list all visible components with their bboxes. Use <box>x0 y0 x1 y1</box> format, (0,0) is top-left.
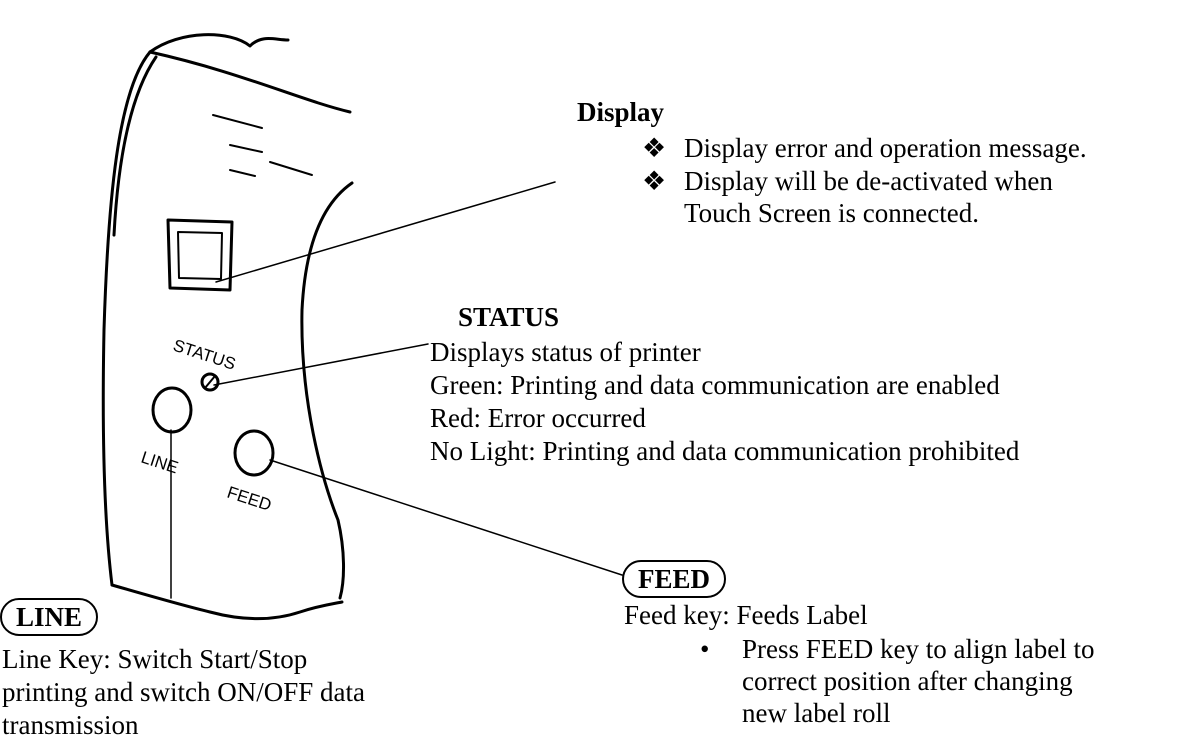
line-text-3: transmission <box>2 710 139 740</box>
leader-display <box>215 181 556 283</box>
feed-bullet-1: • Press FEED key to align label to <box>700 634 1094 665</box>
display-bullet-text: Display will be de-activated when <box>684 166 1053 196</box>
status-mark-label: STATUS <box>171 336 238 374</box>
display-bullet-1: ❖ Display error and operation message. <box>642 133 1087 164</box>
printer-front-upper-curve <box>112 55 158 237</box>
leader-feed <box>269 459 623 576</box>
feed-bullet-continuation-2: new label roll <box>742 698 891 728</box>
display-window-outer <box>166 218 234 292</box>
line-text-2: printing and switch ON/OFF data <box>2 677 365 707</box>
status-line-2: Green: Printing and data communication a… <box>430 370 1000 400</box>
status-line-1: Displays status of printer <box>430 337 701 367</box>
display-window-inner <box>177 231 223 280</box>
display-bullet-2: ❖ Display will be de-activated when <box>642 166 1053 197</box>
feed-key-button <box>233 429 275 477</box>
display-bullet-text: Display error and operation message. <box>684 133 1087 163</box>
feed-mark-label: FEED <box>225 483 274 515</box>
line-title: LINE <box>0 598 99 636</box>
display-title: Display <box>577 97 665 127</box>
status-title: STATUS <box>458 302 560 332</box>
panel-line-3 <box>229 169 256 177</box>
round-bullet-icon: • <box>700 634 710 664</box>
status-led <box>200 372 220 392</box>
leader-status <box>213 343 429 386</box>
line-text-1: Line Key: Switch Start/Stop <box>2 644 308 674</box>
line-mark-label: LINE <box>139 448 181 478</box>
status-led-mark <box>204 375 216 389</box>
display-bullet-2-continuation: Touch Screen is connected. <box>684 198 979 228</box>
status-line-4: No Light: Printing and data communicatio… <box>430 436 1020 466</box>
printer-front-corner-curve <box>300 181 354 600</box>
printer-bottom-edge <box>110 583 344 621</box>
feed-bullet-text: Press FEED key to align label to <box>742 634 1095 664</box>
printer-top-edge <box>148 33 290 54</box>
panel-line-4 <box>269 161 313 176</box>
status-line-3: Red: Error occurred <box>430 403 646 433</box>
feed-key-badge: FEED <box>622 560 727 598</box>
line-key-badge: LINE <box>0 598 99 636</box>
feed-description: Feed key: Feeds Label <box>624 600 868 630</box>
diamond-cross-icon: ❖ <box>642 133 667 163</box>
feed-bullet-continuation-1: correct position after changing <box>742 666 1073 696</box>
printer-left-edge <box>101 50 152 587</box>
diamond-cross-icon: ❖ <box>642 166 667 196</box>
panel-line-1 <box>212 114 263 129</box>
line-key-button <box>151 386 193 434</box>
feed-title: FEED <box>622 560 727 598</box>
printer-top-surface-line <box>148 50 352 114</box>
panel-line-2 <box>229 144 263 153</box>
